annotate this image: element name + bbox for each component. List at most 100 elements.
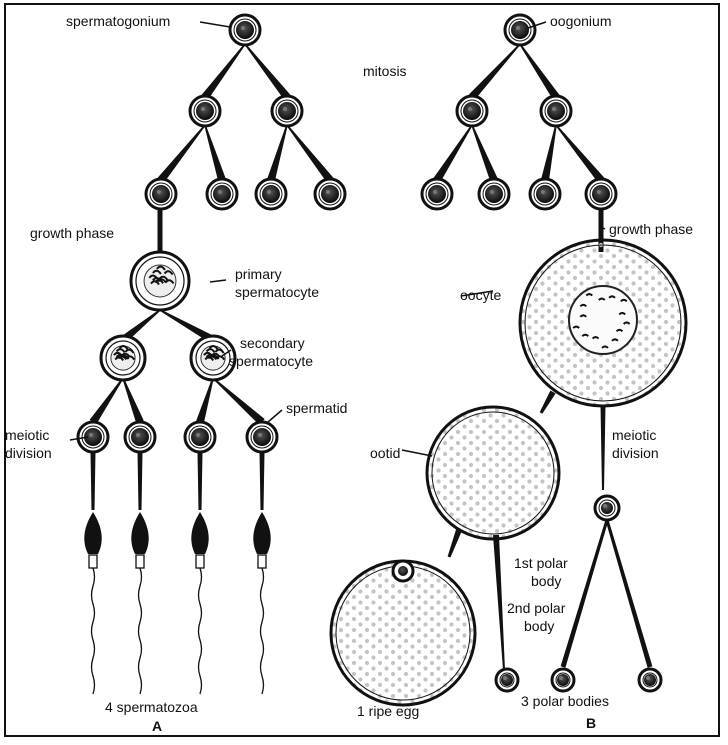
spermatogonium-l3-cell (144, 177, 178, 211)
nucleus-speck (326, 190, 330, 194)
nucleus-speck (646, 676, 650, 680)
chromatin (579, 314, 587, 318)
secondary-spermatocyte-cell (189, 334, 237, 382)
chromosome (164, 279, 175, 285)
sperm-head (191, 512, 209, 554)
ootid-cell (425, 405, 561, 541)
oogonium-daughter-cell (539, 94, 573, 128)
chromatin (591, 336, 600, 340)
chromosome (124, 348, 135, 354)
oogonium-l3-cell (584, 177, 618, 211)
label-secondary-line2: spermatocyte (229, 353, 313, 369)
nucleus-speck (201, 107, 205, 111)
label-1st-polar-line2: body (531, 573, 561, 589)
chromatin (620, 298, 628, 303)
nucleus-speck (241, 26, 245, 30)
chromatin (611, 338, 619, 342)
label-spermatid: spermatid (286, 400, 347, 416)
cell-inner-ring (460, 99, 484, 123)
cell-nucleus (547, 102, 565, 120)
nucleus-speck (541, 190, 545, 194)
chromatin (598, 297, 606, 301)
polar-body (550, 667, 576, 693)
nucleus-speck (603, 504, 607, 508)
spermatid-cell (76, 420, 110, 454)
cell-nucleus (557, 674, 569, 686)
oogonium-daughter-cell (455, 94, 489, 128)
label-1st-polar-line1: 1st polar (514, 555, 568, 571)
label-meiotic-b-line1: meiotic (612, 427, 656, 443)
chromosome (152, 269, 162, 275)
chromosome (205, 353, 216, 359)
cell-nucleus (262, 185, 280, 203)
first-polar-body (593, 494, 621, 522)
egg-membrane (425, 405, 561, 541)
nucleus-speck (136, 433, 140, 437)
label-mitosis: mitosis (363, 63, 407, 79)
label-meiotic-b-line2: division (612, 445, 659, 461)
cell-inner-ring (105, 340, 141, 376)
panel-a-labels: spermatogonium growth phase primary sper… (5, 13, 347, 734)
spermatogonium-l3-cell (205, 177, 239, 211)
chromosome (205, 348, 216, 354)
chromosome (214, 348, 225, 354)
sperm-tail (137, 567, 143, 695)
cell-inner-ring (259, 182, 283, 206)
figure-frame (4, 3, 720, 737)
label-growth-phase-a: growth phase (30, 225, 114, 241)
lineage-connectors (89, 43, 653, 671)
meiotic-stalk-b (600, 405, 606, 490)
cell-nucleus (485, 185, 503, 203)
cell-inner-ring (81, 425, 105, 449)
cell-nucleus (601, 502, 613, 514)
nucleus-speck (559, 676, 563, 680)
cell-inner-ring (499, 672, 515, 688)
cell-inner-ring (135, 256, 185, 306)
cell-nucleus (278, 102, 296, 120)
cell-nucleus (196, 102, 214, 120)
oogonium-cell (503, 13, 537, 47)
cell-inner-ring (482, 182, 506, 206)
spermatozoon (131, 512, 149, 695)
cell-nucleus (253, 428, 271, 446)
chromatin (618, 311, 626, 316)
label-pointers (69, 21, 606, 457)
sperm-head (84, 512, 102, 554)
spermatogonium-l3-cell (313, 177, 347, 211)
cell-nucleus (236, 21, 254, 39)
cell-nucleus (131, 428, 149, 446)
cell-inner-ring (128, 425, 152, 449)
spermatozoon (84, 512, 102, 695)
cell-inner-ring (250, 425, 274, 449)
label-ootid: ootid (370, 445, 400, 461)
sperm-midpiece (88, 554, 98, 569)
sperm-tail (90, 567, 96, 695)
nucleus-speck (196, 433, 200, 437)
polar-body (637, 667, 663, 693)
cell-nucleus (511, 21, 529, 39)
sperm-tail (259, 567, 265, 695)
oogonium-l3-cell (528, 177, 562, 211)
cell-inner-ring (589, 182, 613, 206)
polar-body (494, 667, 520, 693)
chromosome (163, 270, 174, 276)
chromatin (581, 333, 590, 337)
egg-inner-ring (524, 244, 682, 402)
chromosome (215, 355, 226, 361)
chromatin (615, 328, 624, 333)
chromosome (125, 355, 136, 361)
cell-inner-ring (233, 18, 257, 42)
nucleus-speck (516, 26, 520, 30)
spermatid-cell (245, 420, 279, 454)
growth-stalk-a (157, 210, 163, 252)
spermatogonium-daughter-cell (270, 94, 304, 128)
cell-nucleus (501, 674, 513, 686)
egg-membrane (329, 559, 477, 707)
cell-nucleus (536, 185, 554, 203)
oogonium-l3-cell (420, 177, 454, 211)
cell-inner-ring (193, 99, 217, 123)
secondary-spermatocyte-cell (99, 334, 147, 382)
panel-b-labels: oogonium growth phase oocyte ootid meiot… (357, 13, 693, 731)
nucleus-speck (503, 676, 507, 680)
